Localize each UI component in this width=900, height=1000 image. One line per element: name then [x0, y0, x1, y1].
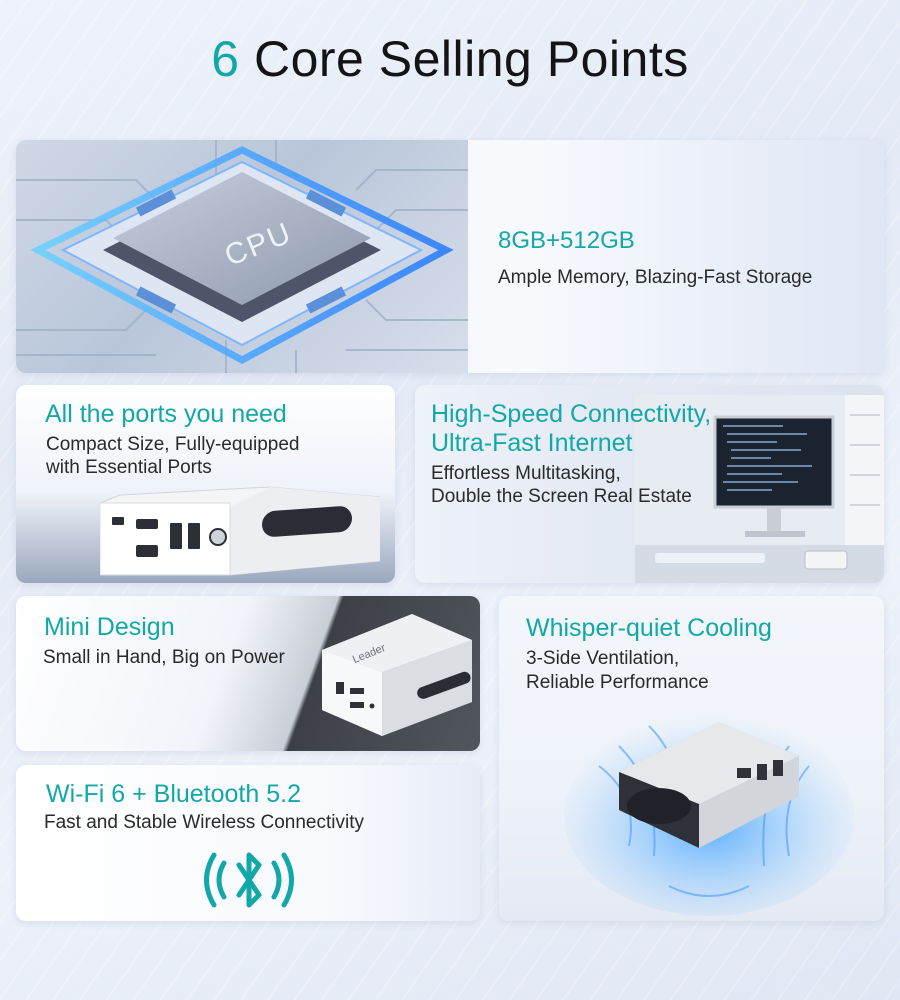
- connectivity-text-line1: Effortless Multitasking,: [431, 463, 621, 484]
- card-ports: All the ports you need Compact Size, Ful…: [16, 385, 395, 583]
- mini-design-title: Mini Design: [44, 613, 175, 641]
- card-mini-design: Leader Mini Design Small in Hand, Big on…: [16, 596, 480, 751]
- cooling-text-line2: Reliable Performance: [526, 672, 709, 693]
- card-cooling: Whisper-quiet Cooling 3-Side Ventilation…: [499, 596, 884, 921]
- title-text: Core Selling Points: [239, 31, 689, 87]
- memory-storage-text: Ample Memory, Blazing-Fast Storage: [498, 267, 813, 288]
- page-title: 6 Core Selling Points: [0, 30, 900, 88]
- ports-text-line2: with Essential Ports: [46, 457, 212, 478]
- cooling-airflow-image: [564, 716, 854, 916]
- ports-title: All the ports you need: [45, 400, 287, 428]
- title-number: 6: [211, 31, 240, 87]
- cpu-chip-graphic: [16, 140, 468, 373]
- mini-pc-image: [322, 614, 472, 736]
- wireless-title: Wi-Fi 6 + Bluetooth 5.2: [46, 780, 301, 808]
- memory-storage-title: 8GB+512GB: [498, 227, 635, 254]
- card-wireless: Wi-Fi 6 + Bluetooth 5.2 Fast and Stable …: [16, 765, 480, 921]
- cpu-illustration: CPU: [16, 140, 468, 373]
- connectivity-title-line2: Ultra-Fast Internet: [431, 429, 633, 457]
- card-memory-storage: CPU 8GB+512GB Ample Memory, Blazing-Fast…: [16, 140, 884, 373]
- cooling-title: Whisper-quiet Cooling: [526, 614, 772, 642]
- connectivity-title-line1: High-Speed Connectivity,: [431, 400, 712, 428]
- mini-design-text: Small in Hand, Big on Power: [43, 647, 285, 668]
- card-connectivity: High-Speed Connectivity, Ultra-Fast Inte…: [415, 385, 884, 583]
- ports-text-line1: Compact Size, Fully-equipped: [46, 434, 300, 455]
- wireless-text: Fast and Stable Wireless Connectivity: [44, 812, 364, 833]
- connectivity-text-line2: Double the Screen Real Estate: [431, 486, 692, 507]
- desk-monitor-image: [635, 395, 884, 583]
- mini-pc-ports-image: [100, 486, 380, 576]
- bluetooth-icon: [204, 852, 294, 908]
- cooling-text-line1: 3-Side Ventilation,: [526, 648, 680, 669]
